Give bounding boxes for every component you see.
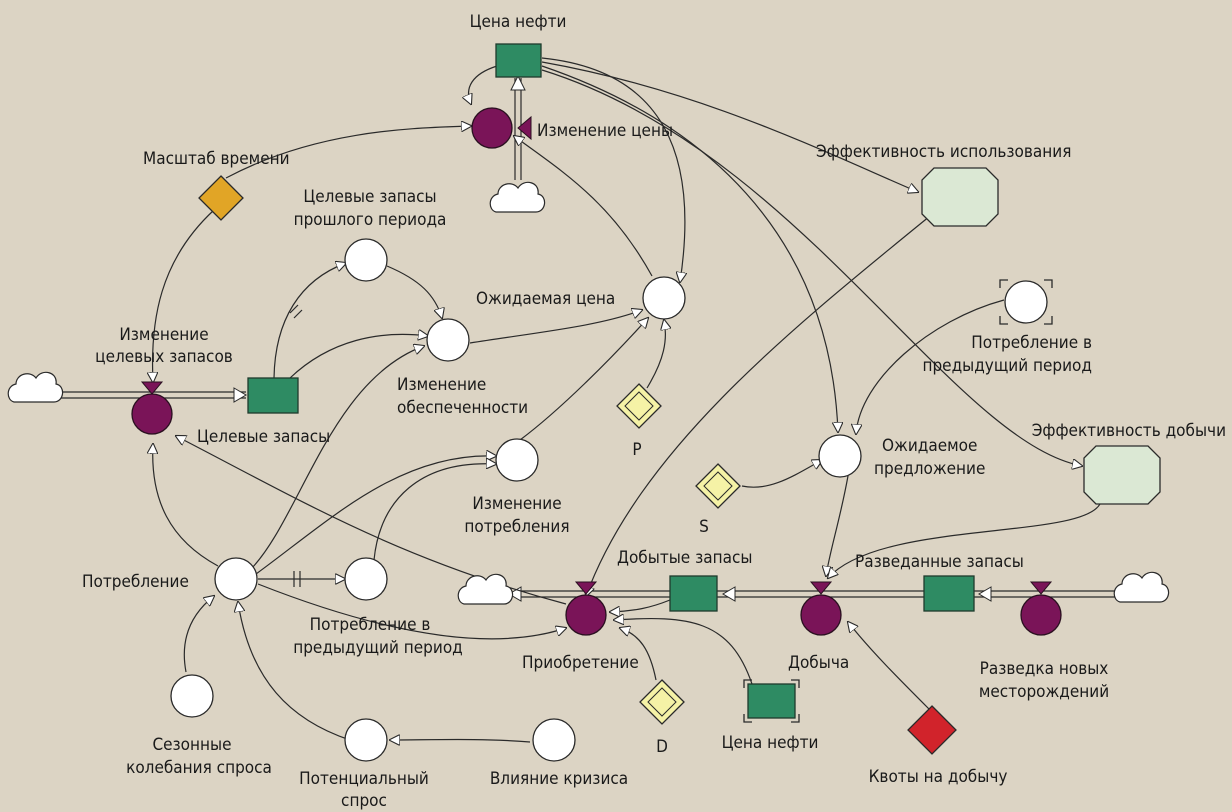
information-links [153, 57, 1101, 742]
label-price-change: Изменение цены [537, 121, 673, 141]
rate-price-change[interactable] [471, 107, 513, 149]
label-d: D [656, 737, 668, 757]
stock-extracted-reserves[interactable] [669, 575, 718, 612]
labels: Цена нефти Изменение цены Масштаб времен… [82, 12, 1226, 811]
rate-acquisition-marker [574, 581, 598, 595]
label-target-reserves-change-1: Изменение [119, 325, 208, 345]
external-inputs [170, 674, 576, 762]
label-prev-consumption-1: Потребление в [310, 615, 431, 635]
auxiliaries [214, 238, 1048, 601]
label-supply-change-1: Изменение [397, 375, 486, 395]
stock-explored-reserves[interactable] [923, 575, 975, 612]
aux-prev-consumption[interactable] [344, 557, 388, 601]
aux-prev-consumption-ghost[interactable] [1004, 280, 1048, 324]
label-oil-price-ghost: Цена нефти [722, 733, 819, 753]
rate-target-reserves-change-marker [140, 381, 164, 395]
aux-prev-target-reserves[interactable] [344, 238, 388, 282]
clouds [7, 181, 1170, 605]
stock-oil-price[interactable] [495, 43, 542, 78]
label-usage-efficiency: Эффективность использования [816, 142, 1071, 162]
label-explored-reserves: Разведанные запасы [855, 552, 1024, 572]
label-p: P [632, 440, 641, 460]
stocks [247, 43, 1053, 723]
label-expected-supply-1: Ожидаемое [882, 436, 977, 456]
label-consumption: Потребление [82, 572, 189, 592]
label-crisis-impact: Влияние кризиса [490, 769, 628, 789]
label-target-reserves: Целевые запасы [197, 427, 330, 447]
input-seasonal[interactable] [170, 674, 214, 718]
label-target-reserves-change-2: целевых запасов [95, 347, 233, 367]
label-prev-target-reserves-2: прошлого периода [294, 210, 447, 230]
cloud-icon [7, 371, 64, 403]
cloud-icon [489, 181, 546, 213]
rates [131, 107, 1062, 636]
rate-extraction-marker [809, 581, 833, 595]
label-potential-demand-1: Потенциальный [299, 769, 429, 789]
label-acquisition: Приобретение [522, 653, 639, 673]
aux-consumption[interactable] [214, 557, 258, 601]
label-exploration-1: Разведка новых [980, 659, 1109, 679]
label-consumption-change-2: потребления [464, 517, 569, 537]
rate-exploration[interactable] [1020, 594, 1062, 636]
param-s[interactable] [695, 463, 741, 509]
lookup-extraction-efficiency[interactable] [1083, 445, 1161, 505]
cloud-icon [457, 573, 514, 605]
param-time-scale[interactable] [198, 175, 244, 221]
label-extraction: Добыча [788, 653, 849, 673]
input-potential-demand[interactable] [344, 718, 388, 762]
param-d[interactable] [639, 679, 685, 725]
label-prev-consumption-2: предыдущий период [293, 638, 463, 658]
label-s: S [699, 517, 709, 537]
label-potential-demand-2: спрос [341, 791, 387, 811]
label-oil-price: Цена нефти [470, 12, 567, 32]
label-seasonal-1: Сезонные [152, 735, 231, 755]
parameters [198, 175, 957, 755]
aux-expected-supply[interactable] [818, 434, 862, 478]
label-prev-consumption-ghost-1: Потребление в [971, 333, 1092, 353]
label-seasonal-2: колебания спроса [126, 758, 272, 778]
lookup-usage-efficiency[interactable] [921, 167, 999, 227]
label-quotas: Квоты на добычу [869, 767, 1008, 787]
lookups [921, 167, 1161, 505]
stock-oil-price-ghost[interactable] [747, 683, 796, 719]
rate-price-change-marker [517, 115, 532, 141]
aux-consumption-change[interactable] [495, 438, 539, 482]
label-exploration-2: месторождений [979, 682, 1109, 702]
cloud-icon [1113, 571, 1170, 603]
aux-supply-change[interactable] [426, 318, 470, 362]
aux-expected-price[interactable] [642, 276, 686, 320]
label-extraction-efficiency: Эффективность добычи [1032, 421, 1226, 441]
label-supply-change-2: обеспеченности [397, 398, 528, 418]
label-expected-supply-2: предложение [874, 459, 985, 479]
stock-target-reserves[interactable] [247, 377, 299, 414]
label-prev-consumption-ghost-2: предыдущий период [922, 356, 1092, 376]
rate-acquisition[interactable] [565, 594, 607, 636]
rate-extraction[interactable] [800, 594, 842, 636]
label-expected-price: Ожидаемая цена [476, 289, 615, 309]
param-p[interactable] [616, 383, 662, 429]
param-quotas[interactable] [907, 705, 957, 755]
label-extracted-reserves: Добытые запасы [617, 548, 752, 568]
ghost-brackets [743, 279, 1053, 723]
label-time-scale: Масштаб времени [143, 149, 290, 169]
label-consumption-change-1: Изменение [472, 494, 561, 514]
rate-exploration-marker [1029, 581, 1053, 595]
label-prev-target-reserves-1: Целевые запасы [303, 187, 436, 207]
input-crisis-impact[interactable] [532, 718, 576, 762]
rate-target-reserves-change[interactable] [131, 393, 173, 435]
